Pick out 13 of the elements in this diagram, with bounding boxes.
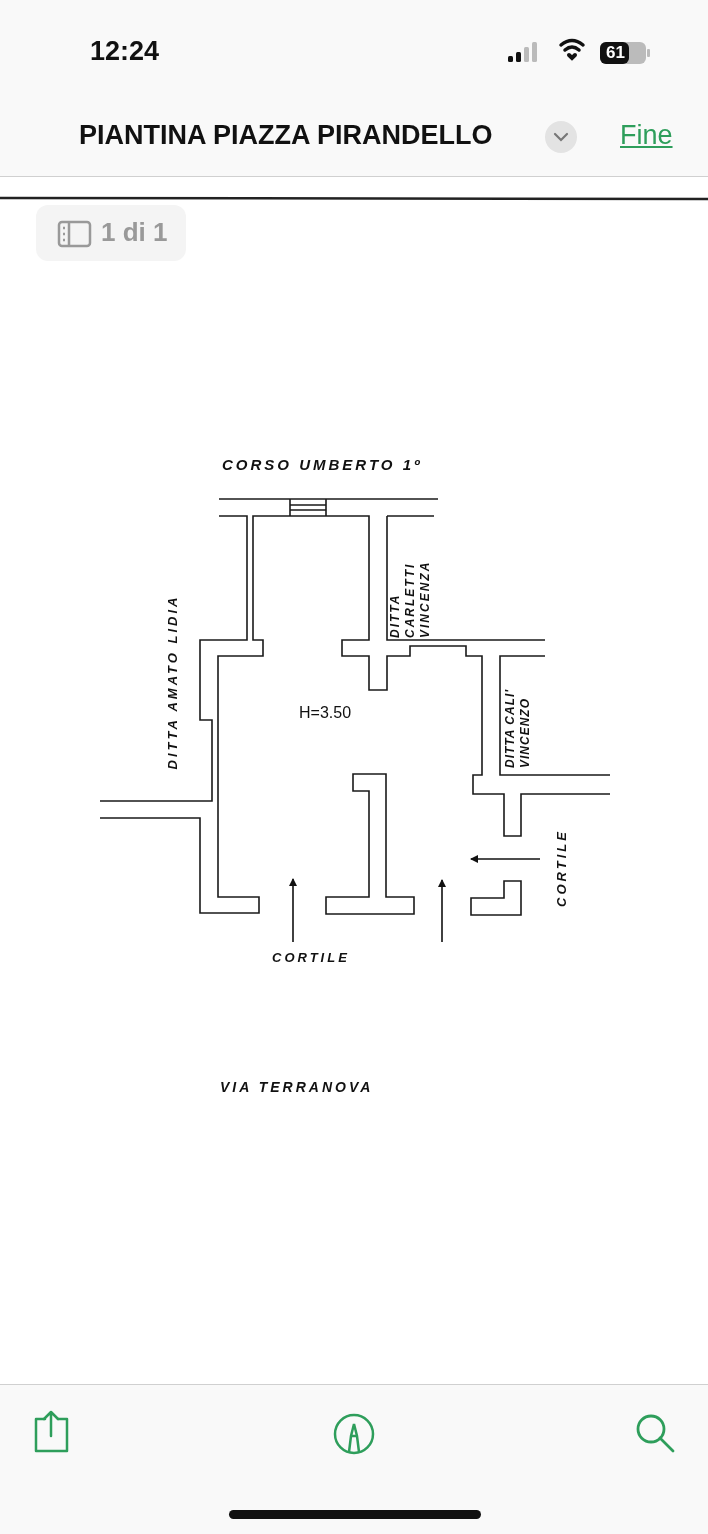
height-note: H=3.50 xyxy=(299,704,352,722)
courtyard-label: CORTILE xyxy=(553,829,569,907)
tenant-label: DITTA CALI' VINCENZO xyxy=(503,687,533,768)
page-counter: 1 di 1 xyxy=(101,217,168,248)
status-time: 12:24 xyxy=(90,36,160,67)
done-link: Fine xyxy=(620,120,673,151)
battery-level: 61 xyxy=(606,43,625,63)
tenant-label: DITTA CARLETTI VINCENZA xyxy=(387,559,433,638)
courtyard-label: CORTILE xyxy=(272,950,350,965)
street-label: CORSO UMBERTO 1º xyxy=(222,456,423,473)
tenant-label: DITTA AMATO LIDIA xyxy=(164,594,180,770)
document-title: PIANTINA PIAZZA PIRANDELLO xyxy=(79,120,493,151)
street-label: VIA TERRANOVA xyxy=(220,1079,374,1095)
